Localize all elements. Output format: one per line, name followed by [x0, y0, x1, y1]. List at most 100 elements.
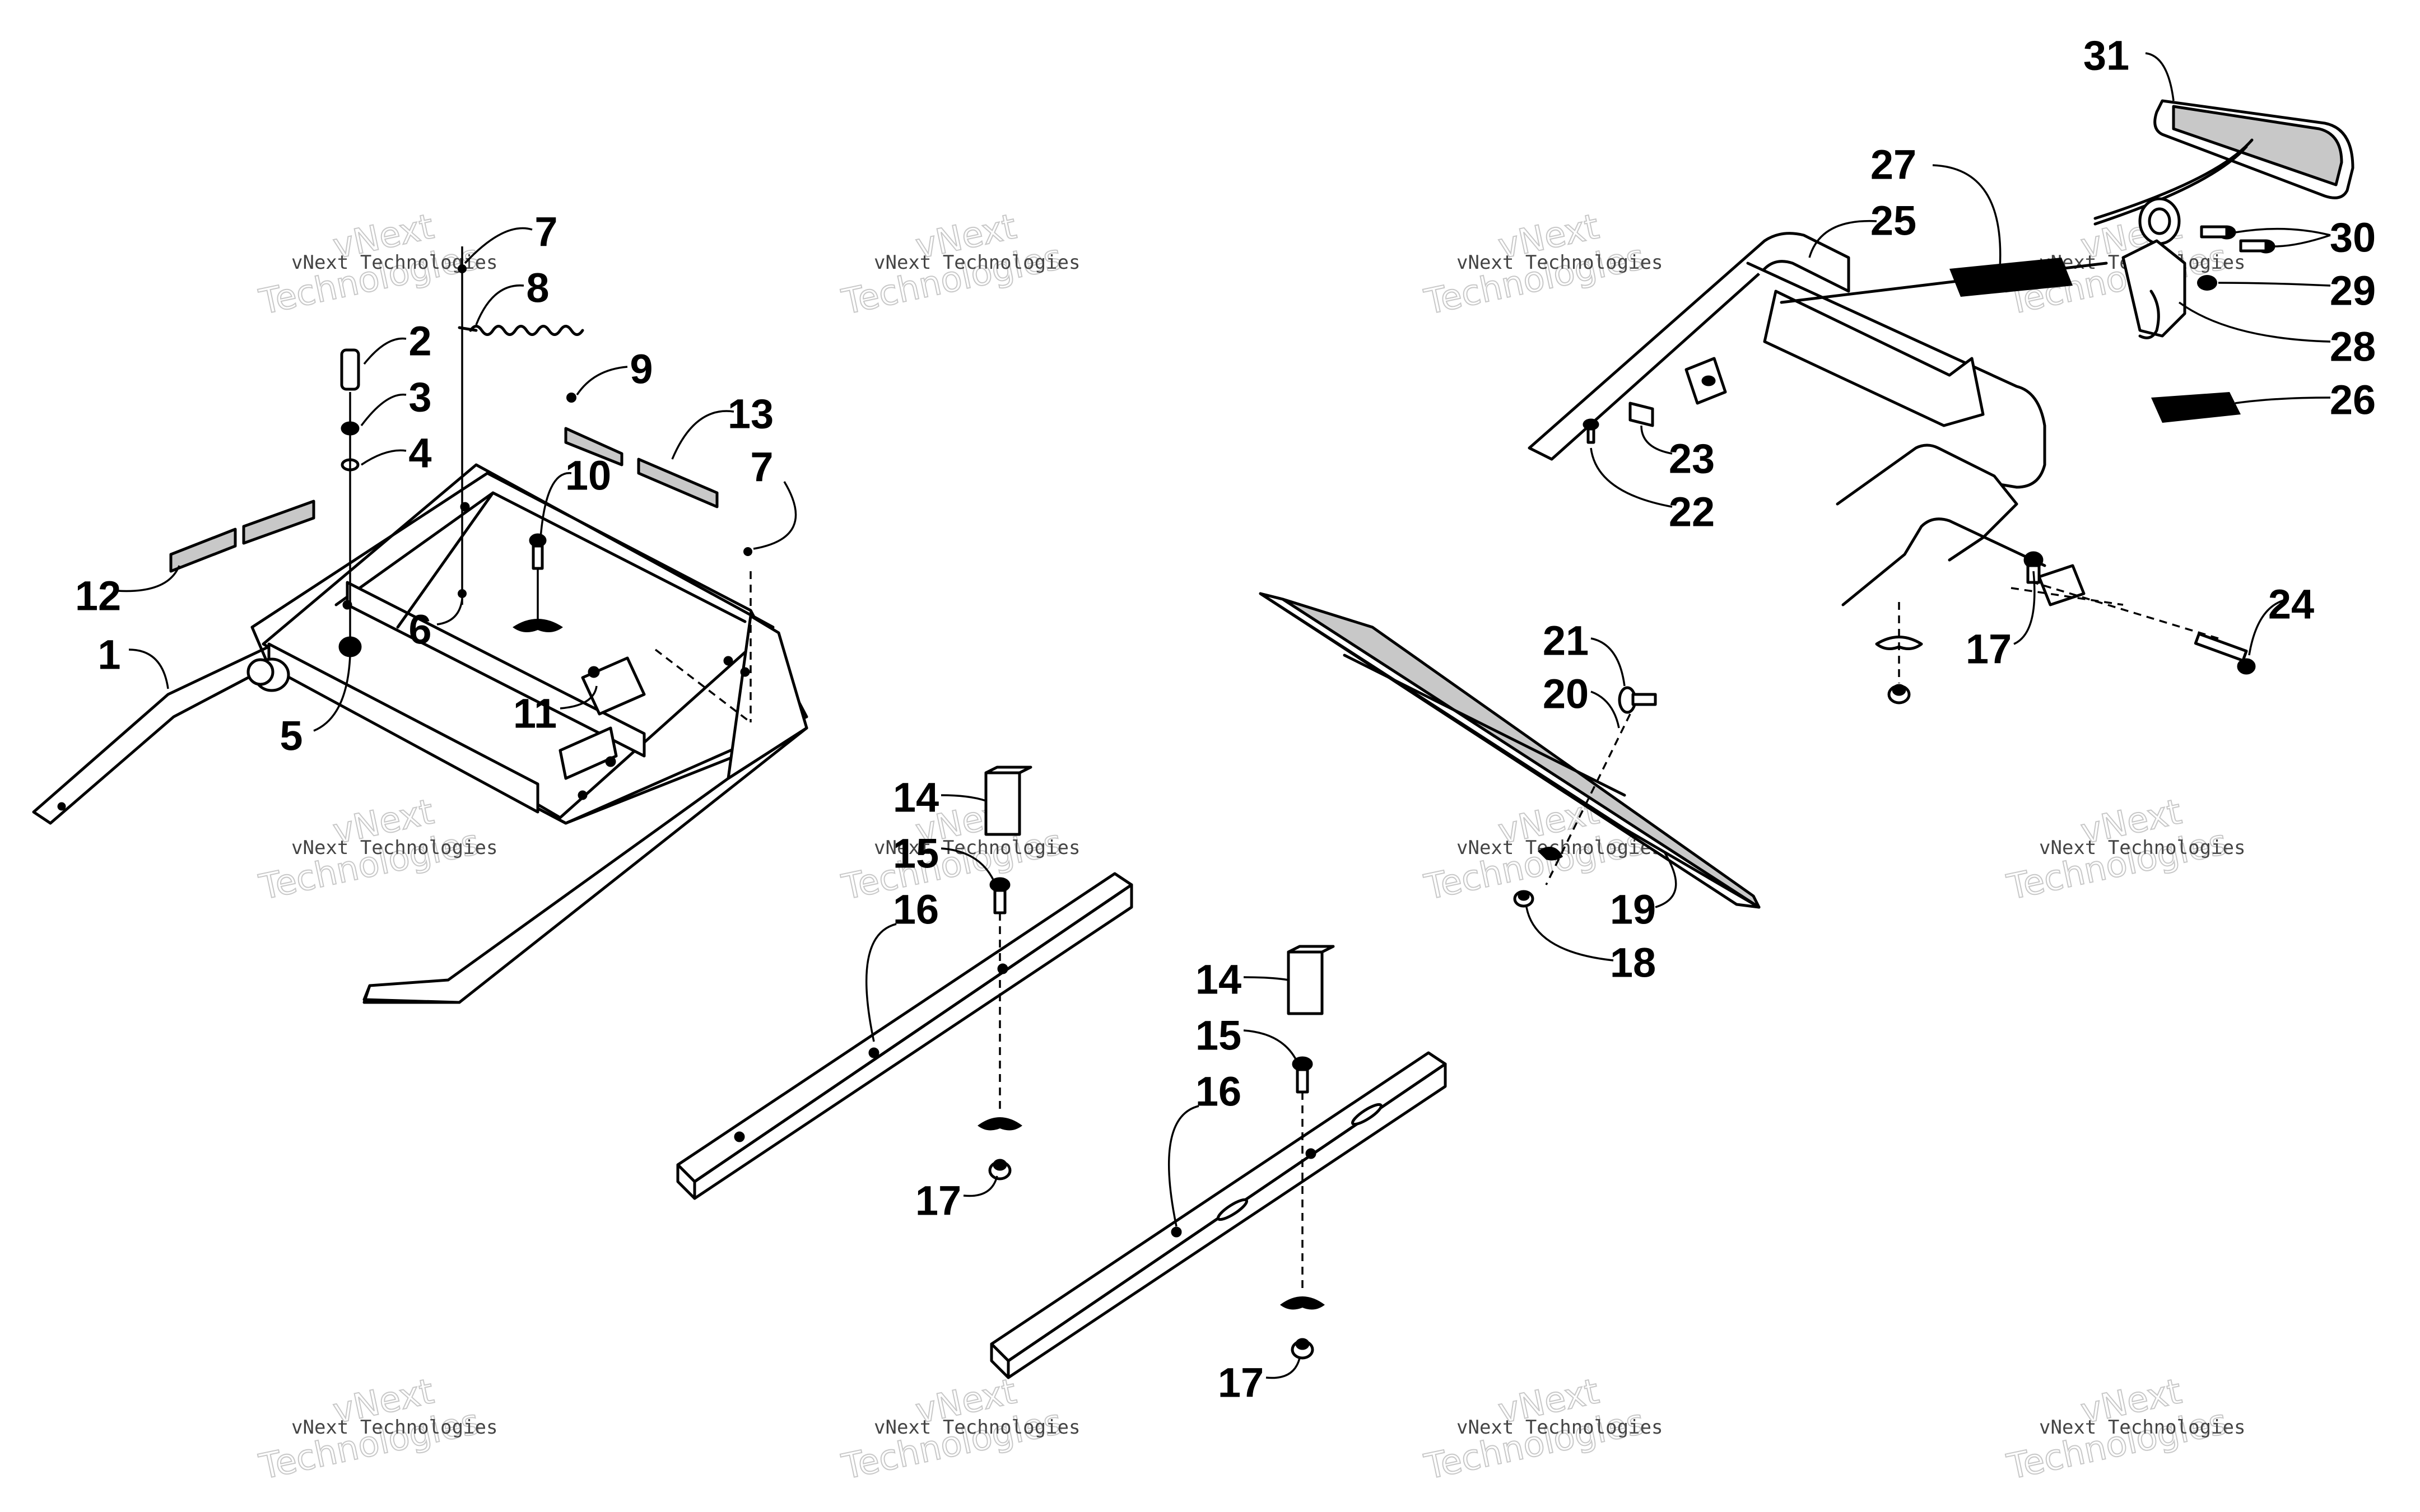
callout-label-c4: 4 [408, 430, 431, 477]
bolt-24 [2194, 632, 2256, 675]
callout-label-c12: 12 [75, 573, 121, 619]
callout-label-c2: 2 [408, 318, 431, 365]
callout-label-c30: 30 [2330, 214, 2376, 261]
callout-label-c6: 6 [408, 606, 431, 653]
callout-label-c21: 21 [1543, 618, 1589, 664]
callout-label-c15b: 15 [1195, 1012, 1241, 1059]
nut-18 [1513, 890, 1534, 908]
leader-line-c30 [2235, 227, 2331, 248]
callout-layer: 1234567789101112131414151516161717171819… [75, 32, 2376, 1406]
callout-label-c29: 29 [2330, 268, 2376, 314]
callout-label-c1: 1 [97, 632, 120, 678]
pad-12 [169, 500, 315, 573]
decal-26 [2151, 392, 2241, 423]
nut-17c [1875, 551, 2044, 704]
callout-label-c15a: 15 [893, 830, 939, 877]
callout-label-c20: 20 [1543, 671, 1589, 717]
spring-8 [458, 325, 584, 336]
pad-13 [564, 427, 719, 508]
leader-line-c5 [313, 655, 351, 732]
leader-line-c14b [1243, 976, 1289, 981]
callout-label-c8: 8 [526, 265, 549, 311]
callout-label-c10: 10 [565, 452, 611, 499]
leader-line-c3 [360, 393, 407, 427]
callout-label-c17c: 17 [1966, 626, 2012, 673]
watermark-small: vNext Technologies [2039, 837, 2245, 859]
watermark-small: vNext Technologies [291, 1416, 497, 1439]
leader-line-c17b [1265, 1357, 1301, 1379]
leader-line-c11 [560, 685, 598, 710]
callout-label-c16b: 16 [1195, 1068, 1241, 1115]
bolt-10 [529, 533, 547, 570]
leader-line-c28 [2178, 301, 2331, 343]
callout-label-c28: 28 [2330, 324, 2376, 370]
decal-27 [1949, 258, 2073, 297]
callout-label-c26: 26 [2330, 377, 2376, 423]
leader-line-c25 [1808, 220, 1877, 258]
callout-label-c16a: 16 [893, 886, 939, 933]
leader-line-c15a [941, 847, 995, 883]
pin-stack [338, 348, 362, 657]
spacer-14b [1287, 945, 1335, 1015]
leader-line-c17a [963, 1175, 998, 1197]
screw-15a [989, 877, 1011, 914]
skid-rail-upper [676, 872, 1133, 1200]
callout-label-c17a: 17 [915, 1178, 961, 1224]
callout-label-c14a: 14 [893, 774, 939, 821]
callout-label-c9: 9 [630, 346, 653, 393]
nut-17b [1291, 1338, 1314, 1360]
bracket-11 [559, 656, 646, 780]
leader-line-c21 [1590, 637, 1626, 687]
callout-label-c3: 3 [408, 374, 431, 421]
callout-label-c19: 19 [1610, 886, 1656, 933]
fasteners-22-23 [1583, 402, 1654, 444]
leader-line-c14a [941, 794, 986, 802]
screw-21 [1618, 686, 1657, 714]
leader-line-c16a [865, 923, 897, 1042]
watermark-small: vNext Technologies [1456, 251, 1663, 274]
nut-17a [988, 1159, 1012, 1180]
leader-line-c27 [1932, 164, 2002, 269]
watermark-small: vNext Technologies [874, 837, 1080, 859]
leader-line-c2 [363, 337, 407, 365]
callout-label-c25: 25 [1870, 198, 1916, 244]
leader-line-c8 [475, 284, 524, 325]
callout-label-c7b: 7 [750, 444, 773, 491]
spacer-14a [984, 766, 1032, 836]
callout-label-c14b: 14 [1195, 956, 1241, 1003]
leader-line-c13 [671, 410, 734, 460]
leader-line-c31 [2145, 52, 2175, 101]
leader-line-c18 [1525, 907, 1614, 962]
leader-line-c17c [2013, 571, 2036, 645]
leader-line-c4 [361, 449, 407, 466]
leader-line-c12 [117, 565, 180, 592]
callout-label-c23: 23 [1669, 436, 1715, 482]
callout-label-c11: 11 [513, 690, 557, 737]
callout-label-c24: 24 [2268, 581, 2314, 628]
callout-label-c13: 13 [728, 391, 774, 437]
leader-line-c24 [2248, 598, 2289, 656]
leader-line-c10 [539, 472, 572, 538]
leader-line-c16b [1167, 1105, 1199, 1227]
watermark-small: vNext Technologies [874, 1416, 1080, 1439]
skid-rail-lower [990, 1051, 1447, 1379]
flap-19 [1259, 592, 1761, 909]
leader-line-c29 [2218, 282, 2331, 287]
watermark-small: vNext Technologies [291, 837, 497, 859]
leader-line-c1 [128, 648, 169, 689]
watermark-small: vNext Technologies [874, 251, 1080, 274]
screw-15b [1292, 1056, 1313, 1094]
watermark-small: vNext Technologies [1456, 1416, 1663, 1439]
callout-label-c7a: 7 [534, 209, 557, 255]
callout-label-c31: 31 [2083, 32, 2129, 79]
leader-line-c26 [2235, 396, 2331, 404]
